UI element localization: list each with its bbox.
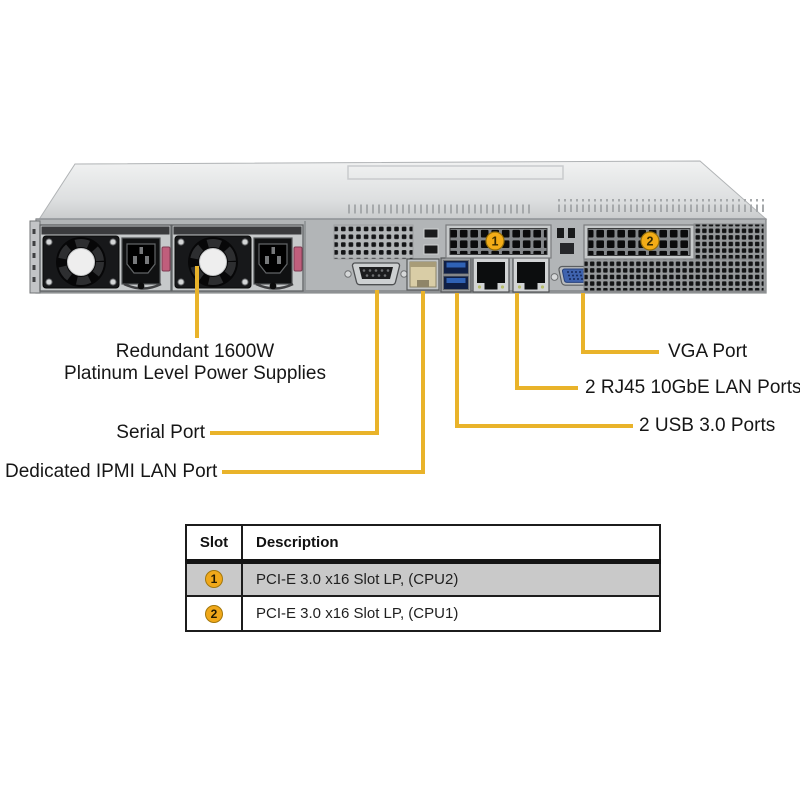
usb-ports-label: 2 USB 3.0 Ports — [639, 415, 776, 436]
header-description: Description — [241, 524, 661, 564]
lan-port-2 — [512, 257, 550, 293]
slot1-badge: 1 — [205, 570, 223, 589]
slot1-marker-number: 1 — [492, 235, 499, 249]
usb-ports — [440, 257, 472, 293]
callout-line-usb-v — [455, 293, 459, 428]
slot2-marker: 2 — [640, 231, 660, 251]
lan-ports-label: 2 RJ45 10GbE LAN Ports — [585, 377, 800, 398]
slot-description-table: Slot Description 1 PCI-E 3.0 x16 Slot LP… — [185, 524, 661, 632]
vga-port-label: VGA Port — [668, 341, 748, 362]
ipmi-lan-port — [406, 258, 440, 291]
table-header-row: Slot Description — [185, 524, 661, 564]
chassis-top-recess — [347, 165, 564, 180]
lan-port-1 — [472, 257, 510, 293]
callout-line-serial-h — [210, 431, 379, 435]
top-vent-strip-left — [344, 203, 530, 214]
serial-port — [344, 262, 408, 286]
table-row-slot1: 1 PCI-E 3.0 x16 Slot LP, (CPU2) — [185, 560, 661, 597]
slot2-marker-number: 2 — [647, 235, 654, 249]
top-vent-strip-right — [556, 199, 764, 212]
psu-label-line2: Platinum Level Power Supplies — [64, 363, 326, 384]
honeycomb-top-right — [693, 223, 765, 260]
power-supply-1 — [40, 225, 171, 291]
honeycomb-bottom — [583, 258, 765, 292]
pci-slot-2 — [583, 224, 695, 260]
psu-label-line1: Redundant 1600W — [115, 341, 275, 362]
callout-line-vga-h — [581, 350, 659, 354]
slot1-description: PCI-E 3.0 x16 Slot LP, (CPU2) — [241, 560, 661, 597]
slot2-cell: 2 — [185, 595, 243, 632]
slot2-badge: 2 — [205, 604, 223, 623]
callout-line-lan-v — [515, 293, 519, 390]
server-rear-illustration: 1 2 — [29, 160, 768, 305]
callout-line-usb-h — [455, 424, 633, 428]
ipmi-port-label: Dedicated IPMI LAN Port — [5, 461, 218, 482]
serial-port-label: Serial Port — [116, 422, 205, 443]
mid-bracket — [557, 228, 575, 254]
callout-line-ipmi-v — [421, 291, 425, 474]
vent-grid — [333, 224, 414, 260]
callout-line-vga-v — [581, 293, 585, 354]
slot2-description: PCI-E 3.0 x16 Slot LP, (CPU1) — [241, 595, 661, 632]
slot1-cell: 1 — [185, 560, 243, 597]
callout-line-serial-v — [375, 290, 379, 435]
left-rail — [29, 220, 41, 294]
power-supply-2 — [172, 225, 303, 291]
callout-line-lan-h — [515, 386, 578, 390]
psu-label: Redundant 1600W Platinum Level Power Sup… — [50, 341, 340, 385]
bracket-cutouts — [423, 228, 439, 255]
slot1-marker: 1 — [485, 231, 505, 251]
table-row-slot2: 2 PCI-E 3.0 x16 Slot LP, (CPU1) — [185, 595, 661, 632]
header-slot: Slot — [185, 524, 243, 564]
callout-line-psu — [195, 266, 199, 338]
callout-line-ipmi-h — [222, 470, 425, 474]
